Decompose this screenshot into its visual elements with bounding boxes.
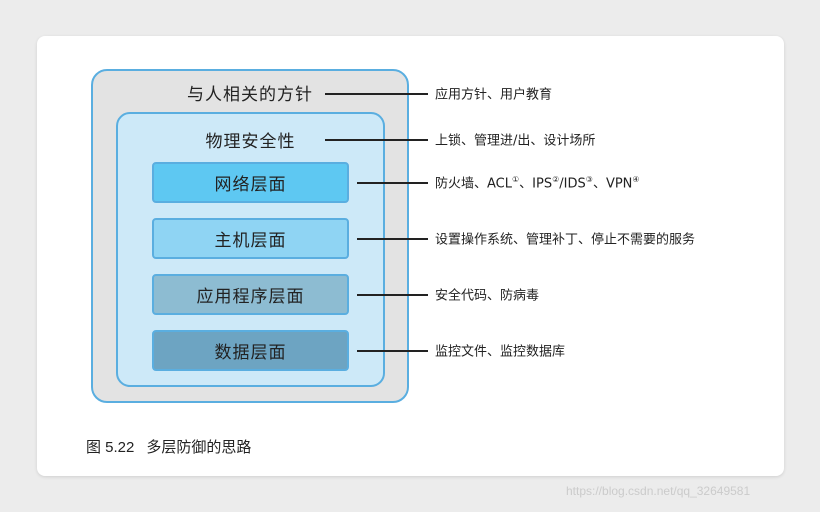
note-network-text-1: 防火墙、ACL	[435, 176, 512, 192]
connector-line-network	[357, 182, 428, 184]
connector-line-application	[357, 294, 428, 296]
host-layer-box: 主机层面	[152, 218, 349, 259]
note-data: 监控文件、监控数据库	[435, 344, 566, 360]
people-policy-label: 与人相关的方针	[187, 85, 313, 105]
note-application: 安全代码、防病毒	[435, 288, 540, 304]
footnote-mark-2: ②	[552, 175, 560, 185]
physical-security-label: 物理安全性	[205, 132, 296, 152]
figure-number: 图 5.22	[86, 439, 135, 456]
note-network: 防火墙、ACL①、IPS②/IDS③、VPN④	[435, 173, 640, 192]
footnote-mark-4: ④	[632, 175, 640, 185]
connector-line-host	[357, 238, 428, 240]
note-network-text-2: 、IPS	[519, 176, 553, 192]
note-people-policy: 应用方针、用户教育	[435, 87, 553, 103]
figure-title: 多层防御的思路	[146, 439, 252, 456]
watermark-url: https://blog.csdn.net/qq_32649581	[566, 484, 751, 498]
note-network-text-3: /IDS	[559, 176, 586, 192]
network-layer-box: 网络层面	[152, 162, 349, 203]
connector-line-people	[325, 93, 428, 95]
footnote-mark-3: ③	[585, 175, 593, 185]
data-layer-box: 数据层面	[152, 330, 349, 371]
application-layer-box: 应用程序层面	[152, 274, 349, 315]
connector-line-physical	[325, 139, 428, 141]
connector-line-data	[357, 350, 428, 352]
note-host: 设置操作系统、管理补丁、停止不需要的服务	[435, 232, 696, 248]
note-network-text-4: 、VPN	[592, 176, 633, 192]
footnote-mark-1: ①	[512, 175, 520, 185]
note-physical-security: 上锁、管理进/出、设计场所	[435, 133, 596, 149]
figure-caption: 图 5.22 多层防御的思路	[86, 436, 251, 457]
